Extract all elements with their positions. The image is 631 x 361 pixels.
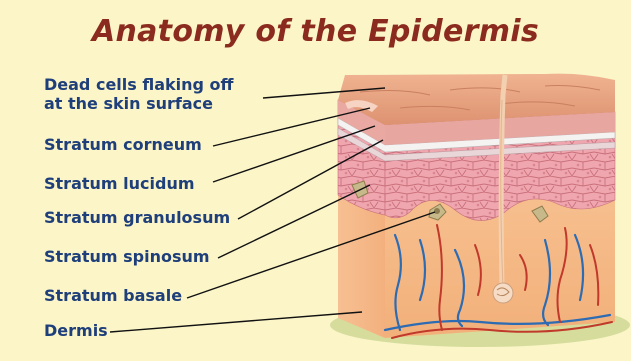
hair-bulb: [493, 283, 513, 303]
leader-dermis: [110, 312, 362, 332]
